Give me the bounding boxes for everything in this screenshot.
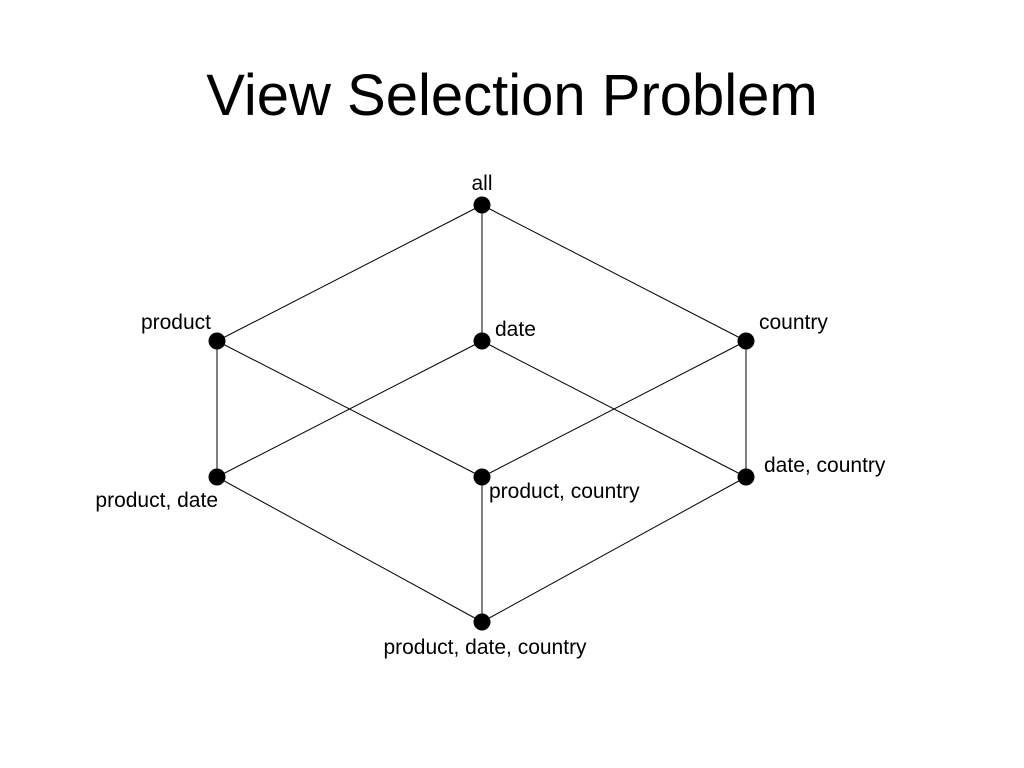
- labels-layer: all product date country product, date produc…: [95, 172, 886, 659]
- edges-layer: [216, 204, 747, 623]
- edge-country-to-product_country: [481, 340, 747, 478]
- node-label-product: product: [141, 311, 211, 334]
- node-country: [737, 332, 755, 350]
- node-label-product-country: product, country: [489, 480, 640, 503]
- node-product-country: [473, 468, 491, 486]
- node-label-country: country: [759, 311, 828, 334]
- node-date: [473, 332, 491, 350]
- node-product: [208, 332, 226, 350]
- node-label-date: date: [495, 318, 536, 341]
- node-date-country: [737, 468, 755, 486]
- node-label-product-date: product, date: [95, 489, 218, 512]
- edge-date-to-product_date: [216, 340, 483, 478]
- node-product-date: [208, 468, 226, 486]
- edge-all-to-product: [216, 204, 483, 342]
- node-label-product-date-country: product, date, country: [383, 636, 587, 659]
- edge-product_date-to-product_date_country: [216, 476, 483, 623]
- node-product-date-country: [473, 613, 491, 631]
- slide-title: View Selection Problem: [206, 63, 818, 128]
- node-label-date-country: date, country: [764, 454, 886, 477]
- edge-date_country-to-product_date_country: [481, 476, 747, 623]
- nodes-layer: [208, 196, 755, 631]
- node-all: [473, 196, 491, 214]
- node-label-all: all: [471, 172, 492, 195]
- edge-all-to-country: [481, 204, 747, 342]
